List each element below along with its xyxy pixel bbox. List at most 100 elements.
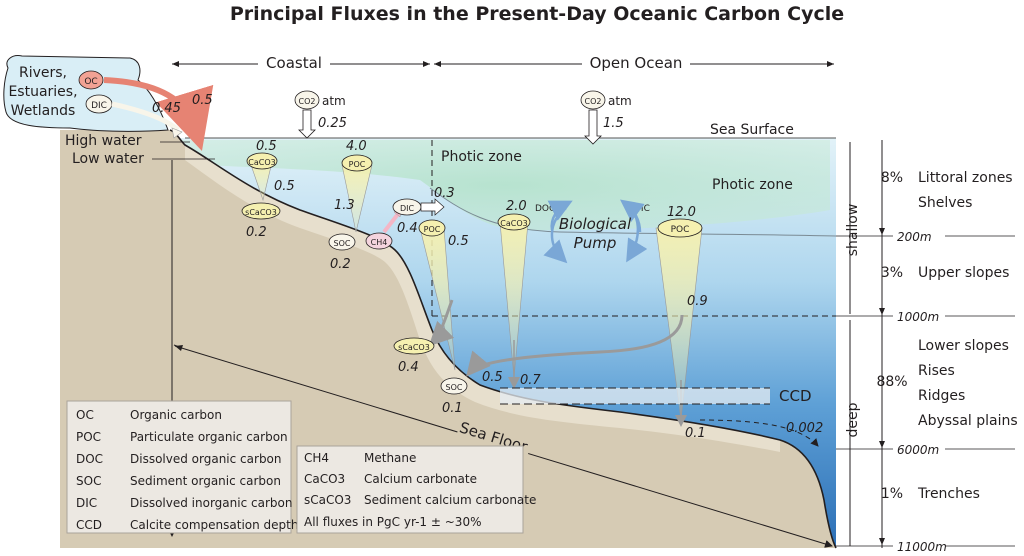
ccd-label: CCD <box>779 387 812 405</box>
coastal-soc-burial: 0.2 <box>330 257 351 272</box>
legend-desc: Sediment calcium carbonate <box>364 493 536 507</box>
bio-pump-left-arrow-top <box>547 200 573 231</box>
atm-coastal-label: atm <box>322 94 346 108</box>
coastal-caco3-top-flux: 0.5 <box>256 139 277 154</box>
legend-abbr: POC <box>76 430 101 444</box>
photic-boundary-line <box>429 187 837 237</box>
co2-coastal-bubble <box>294 90 320 110</box>
legend-flux-note: All fluxes in PgC yr-1 ± ~30% <box>304 515 481 529</box>
co2-open-arrow <box>584 109 602 145</box>
legend-desc: Dissolved inorganic carbon <box>130 496 292 510</box>
coastal-scaco3-bubble <box>241 202 281 220</box>
open-poc-bubble <box>657 218 703 238</box>
co2-open-label: CO2 <box>585 97 602 106</box>
open-poc-floor-flux: 0.1 <box>685 426 706 441</box>
ccd-band <box>500 388 770 404</box>
co2-coastal-arrow <box>298 109 316 139</box>
legend-desc: Organic carbon <box>130 408 222 422</box>
deep-label: deep <box>845 402 861 437</box>
ch4-flux: 0.4 <box>397 221 418 236</box>
co2-open-bubble <box>580 90 606 110</box>
legend-abbr: OC <box>76 408 94 422</box>
zone-name: Abyssal plains <box>918 413 1018 429</box>
rivers-label-2: Estuaries, <box>8 84 77 100</box>
sea-surface-label: Sea Surface <box>710 122 794 138</box>
rivers-dic-flux: 0.45 <box>152 101 181 116</box>
legend-abbr: DOC <box>76 452 103 466</box>
zone-name: Rises <box>918 363 955 379</box>
doc-label: DOC <box>535 204 555 214</box>
legend-abbr: DIC <box>76 496 97 510</box>
open-arrow-left <box>434 61 441 67</box>
legend-abbr: CH4 <box>304 451 329 465</box>
slope-to-soc-flux: 0.5 <box>482 370 503 385</box>
coastal-arrow-left <box>172 61 179 67</box>
rivers-label-1: Rivers, <box>19 65 67 81</box>
shallow-label: shallow <box>845 204 861 257</box>
open-poc-label: POC <box>671 225 690 235</box>
bio-pump-label-2: Pump <box>574 234 617 252</box>
ch4-bubble <box>365 232 393 250</box>
diagram-title: Principal Fluxes in the Present-Day Ocea… <box>230 3 844 25</box>
co2-open-flux: 1.5 <box>603 116 624 131</box>
open-poc-top-flux: 12.0 <box>667 205 696 220</box>
slope-poc-curve <box>428 299 455 347</box>
coastal-soc-bubble <box>328 233 356 251</box>
depth-tick-arrow <box>879 228 885 235</box>
zone-name: Littoral zones <box>918 170 1013 186</box>
high-water-label: High water <box>65 133 142 149</box>
depth-tick-bg <box>893 441 945 457</box>
photic-zone-open-label: Photic zone <box>712 177 793 193</box>
slope-poc-label: POC <box>424 225 441 234</box>
rivers-dic-arrow <box>111 101 180 132</box>
bio-pump-right-arrow-top <box>620 199 645 233</box>
open-caco3-label: CaCO3 <box>500 219 527 228</box>
coastal-caco3-sed-flux: 0.5 <box>274 179 295 194</box>
depth-tick-arrow <box>879 441 885 448</box>
depth-tick-bg <box>893 308 945 324</box>
zone-name: Trenches <box>917 486 980 502</box>
zone-name: Upper slopes <box>918 265 1009 281</box>
depth-tick-arrow <box>879 308 885 315</box>
atm-open-label: atm <box>608 94 632 108</box>
coastal-dic-flux: 0.3 <box>434 186 455 201</box>
coastal-poc-bubble <box>341 154 373 172</box>
legend-desc: Methane <box>364 451 416 465</box>
coastal-poc-top-flux: 4.0 <box>346 139 367 154</box>
depth-tick-arrow <box>879 538 885 545</box>
coastal-label: Coastal <box>266 54 322 72</box>
coastal-poc-label: POC <box>349 160 366 169</box>
rivers-label-3: Wetlands <box>11 103 76 119</box>
zone-name: Lower slopes <box>918 338 1009 354</box>
zone-name: Shelves <box>918 195 972 211</box>
depth-tick-label: 6000m <box>897 443 939 457</box>
slope-poc-bubble <box>418 219 446 237</box>
open-poc-mid-flux: 0.9 <box>687 294 708 309</box>
open-poc-return <box>466 314 684 377</box>
rivers-dic-label: DIC <box>91 101 107 111</box>
zone-name: Ridges <box>918 388 965 404</box>
slope-scaco3-label: sCaCO3 <box>398 343 430 352</box>
open-caco3-bubble <box>497 213 531 231</box>
co2-coastal-label: CO2 <box>299 97 316 106</box>
coastal-arrow-right <box>423 61 430 67</box>
ch4-label: CH4 <box>371 238 388 247</box>
slope-scaco3-bubble <box>393 337 435 355</box>
co2-coastal-flux: 0.25 <box>318 116 347 131</box>
coastal-soc-label: SOC <box>334 239 351 248</box>
zone-percent: 8% <box>881 170 903 186</box>
slope-poc-flux: 0.5 <box>448 234 469 249</box>
legend-abbr: sCaCO3 <box>304 493 351 507</box>
photic-zone-coastal-label: Photic zone <box>441 149 522 165</box>
open-caco3-top-flux: 2.0 <box>506 199 527 214</box>
rivers-oc-bubble <box>78 70 104 90</box>
legend-abbr: CaCO3 <box>304 472 345 486</box>
deep-flux-arrow <box>699 419 819 447</box>
legend-desc: Sediment organic carbon <box>130 474 281 488</box>
depth-tick-bg <box>893 228 945 244</box>
legend-desc: Dissolved organic carbon <box>130 452 282 466</box>
